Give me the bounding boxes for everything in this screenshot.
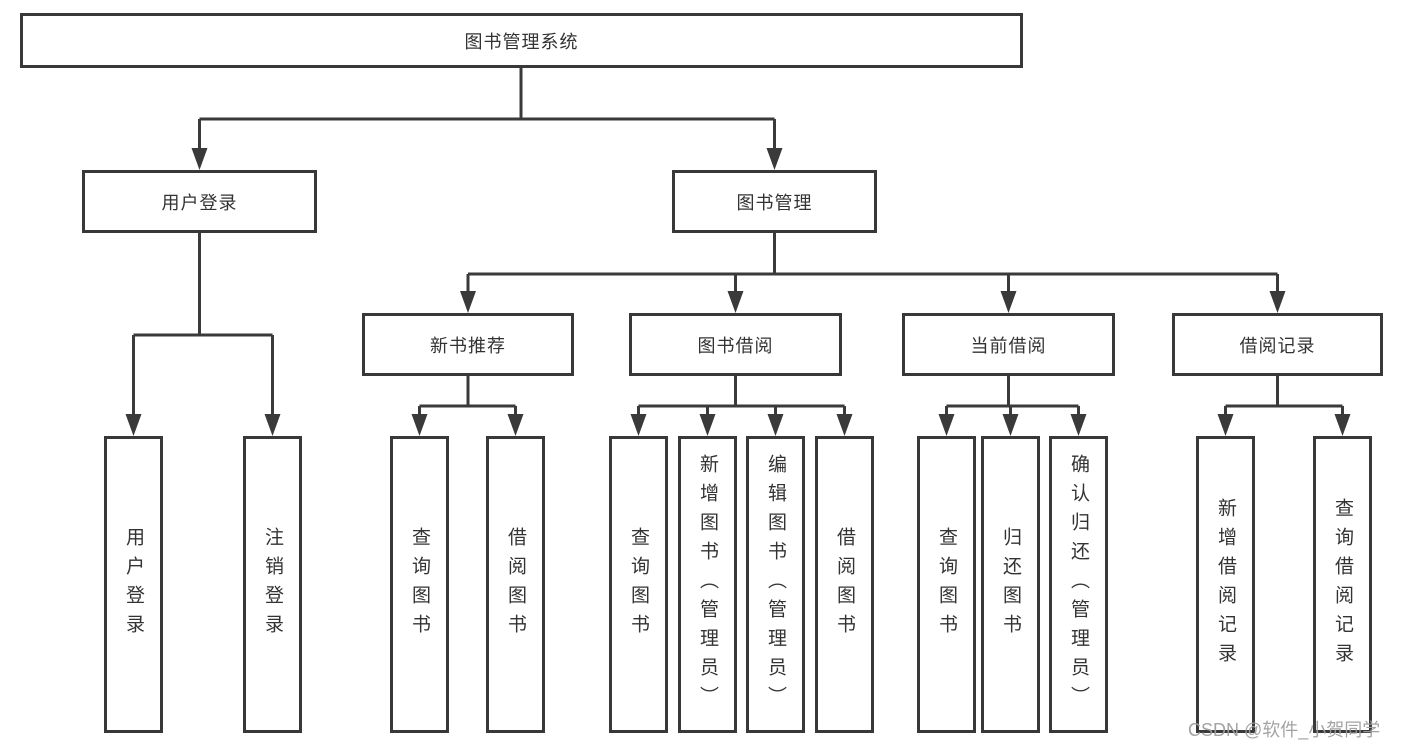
arrowhead [264, 414, 281, 436]
arrowhead [1217, 414, 1234, 436]
arrowhead [460, 291, 476, 313]
arrowhead [630, 414, 647, 436]
leaf-confirm-return-admin: 确认归还（管理员） [1049, 436, 1108, 733]
node-book-borrowing: 图书借阅 [629, 313, 842, 376]
leaf-add-books-admin: 新增图书（管理员） [678, 436, 737, 733]
arrowhead [1000, 291, 1017, 313]
arrowhead [1070, 414, 1087, 436]
arrowhead [1002, 414, 1019, 436]
node-library-system: 图书管理系统 [20, 13, 1023, 68]
arrowhead [938, 414, 955, 436]
leaf-query-books-new-books: 查询图书 [390, 436, 449, 733]
leaf-query-books-borrowing: 查询图书 [609, 436, 668, 733]
arrowhead [1334, 414, 1351, 436]
leaf-logout: 注销登录 [243, 436, 302, 733]
arrowhead [836, 414, 853, 436]
node-book-management: 图书管理 [672, 170, 877, 233]
arrowhead [727, 291, 744, 313]
arrowhead [191, 148, 208, 170]
arrowhead [411, 414, 428, 436]
arrowhead [1269, 291, 1286, 313]
node-current-borrowing: 当前借阅 [902, 313, 1115, 376]
leaf-add-borrow-record: 新增借阅记录 [1196, 436, 1255, 733]
leaf-query-books-current: 查询图书 [917, 436, 976, 733]
leaf-edit-books-admin: 编辑图书（管理员） [746, 436, 805, 733]
arrowhead [767, 414, 784, 436]
arrowhead [699, 414, 716, 436]
arrowhead [507, 414, 524, 436]
arrowhead [766, 148, 783, 170]
leaf-borrow-books-new-books: 借阅图书 [486, 436, 545, 733]
leaf-borrow-books-borrowing: 借阅图书 [815, 436, 874, 733]
csdn-watermark: CSDN @软件_小贺同学 [1188, 720, 1381, 740]
node-user-login: 用户登录 [82, 170, 317, 233]
leaf-user-login: 用户登录 [104, 436, 163, 733]
leaf-query-borrow-record: 查询借阅记录 [1313, 436, 1372, 733]
node-borrow-records: 借阅记录 [1172, 313, 1383, 376]
arrowhead [125, 414, 142, 436]
node-new-book-recommend: 新书推荐 [362, 313, 574, 376]
leaf-return-books: 归还图书 [981, 436, 1040, 733]
